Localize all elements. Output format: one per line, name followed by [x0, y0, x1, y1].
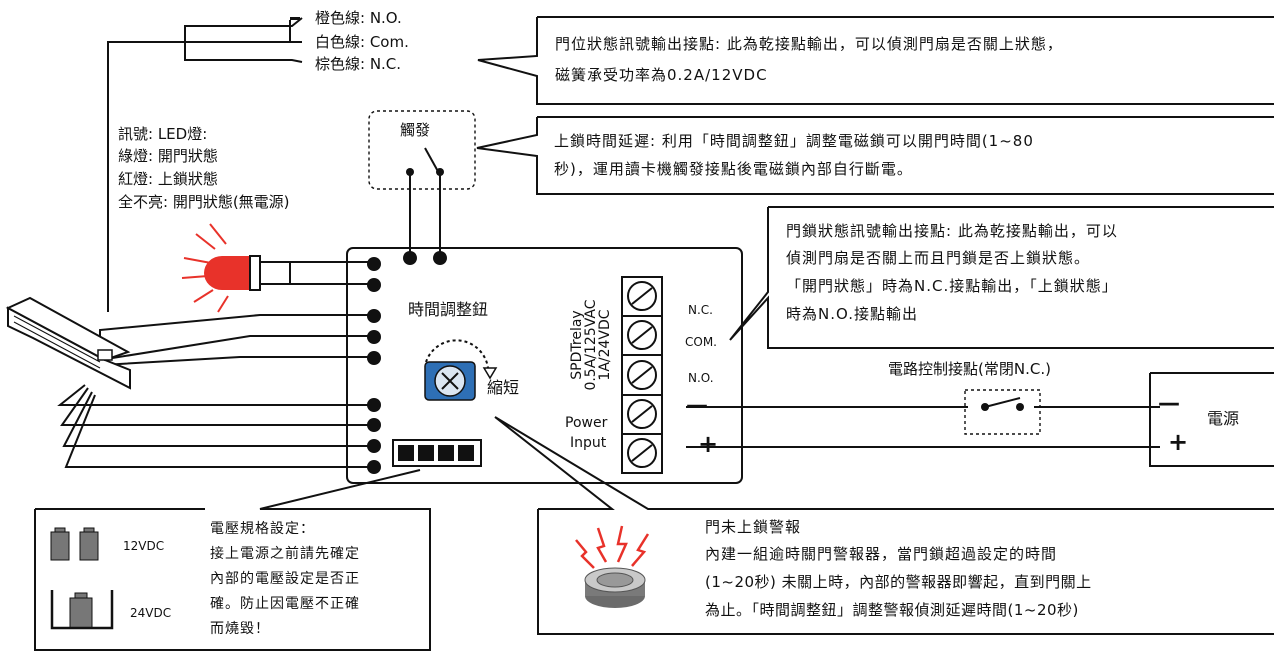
relay-spec: SPDTrelay 0.5A/125VAC 1A/24VDC [566, 277, 616, 403]
dip-switch-icon [392, 439, 482, 467]
led-legend-line2: 綠燈: 開門狀態 [118, 147, 218, 165]
nc-label: N.C. [688, 303, 713, 317]
lock-status-note-line2: 偵測門扇是否關上而且門鎖是否上鎖狀態。 [786, 249, 1091, 267]
delay-note-line2: 秒)，運用讀卡機觸發接點後電磁鎖內部自行斷電。 [554, 160, 913, 178]
terminal-block [621, 276, 663, 474]
relay-line3: 1A/24VDC [597, 309, 613, 381]
relay-line2: 0.5A/125VAC [583, 299, 599, 391]
board-minus: — [686, 393, 708, 418]
voltage-note-line1: 電壓規格設定： [210, 521, 315, 537]
door-sensor-note-line1: 門位狀態訊號輸出接點: 此為乾接點輸出，可以偵測門扇是否關上狀態， [555, 35, 1063, 53]
lock-status-note-line1: 門鎖狀態訊號輸出接點: 此為乾接點輸出，可以 [786, 222, 1118, 240]
potentiometer-icon [424, 361, 476, 401]
voltage-note-line2: 接上電源之前請先確定 [210, 546, 360, 562]
relay-line1: SPDTrelay [569, 310, 585, 380]
white-wire-label: 白色線: Com. [315, 33, 409, 51]
door-sensor-note-line2: 磁簧承受功率為0.2A/12VDC [555, 66, 768, 84]
voltage-note-line4: 確。防止因電壓不正確 [210, 596, 360, 612]
voltage-note-line3: 內部的電壓設定是否正 [210, 571, 360, 587]
no-label: N.O. [688, 371, 714, 385]
lock-status-note-line3: 「開門狀態」時為N.C.接點輸出，「上鎖狀態」 [786, 277, 1118, 295]
brown-wire-label: 棕色線: N.C. [315, 55, 402, 73]
delay-note-line1: 上鎖時間延遲: 利用「時間調整鈕」調整電磁鎖可以開門時間(1~80 [554, 132, 1034, 150]
trigger-label: 觸發 [400, 121, 431, 139]
circuit-contact-label: 電路控制接點(常閉N.C.) [888, 360, 1051, 378]
power-input-line1: Power [565, 415, 608, 431]
magnetic-lock-icon [5, 296, 131, 390]
voltage-note-line5: 而燒毀！ [210, 621, 270, 637]
alarm-note-line3: (1~20秒) 未關上時，內部的警報器即響起，直到門關上 [705, 573, 1092, 591]
time-knob-label: 時間調整鈕 [408, 300, 489, 319]
shorten-label: 縮短 [487, 378, 520, 397]
led-icon [181, 223, 291, 313]
battery-icon [50, 527, 99, 629]
power-minus: — [1158, 391, 1180, 416]
led-legend-line4: 全不亮: 開門狀態(無電源) [118, 193, 290, 211]
voltage-24vdc-label: 24VDC [130, 606, 172, 620]
voltage-12vdc-label: 12VDC [123, 539, 165, 553]
orange-wire-label: 橙色線: N.O. [315, 9, 402, 27]
board-plus: + [698, 430, 719, 458]
alarm-note-line4: 為止。「時間調整鈕」調整警報偵測延遲時間(1~20秒) [705, 601, 1079, 619]
power-supply-label: 電源 [1207, 409, 1240, 428]
led-legend-line1: 訊號: LED燈: [118, 125, 208, 143]
com-label: COM. [685, 335, 717, 349]
led-legend-line3: 紅燈: 上鎖狀態 [118, 170, 218, 188]
lock-status-note-line4: 時為N.O.接點輸出 [786, 305, 918, 323]
power-input-line2: Input [570, 435, 607, 451]
buzzer-icon [575, 525, 650, 608]
alarm-note-line2: 內建一組逾時關門警報器，當門鎖超過設定的時間 [705, 545, 1058, 563]
alarm-note-title: 門未上鎖警報 [705, 518, 802, 536]
power-plus: + [1168, 428, 1189, 456]
